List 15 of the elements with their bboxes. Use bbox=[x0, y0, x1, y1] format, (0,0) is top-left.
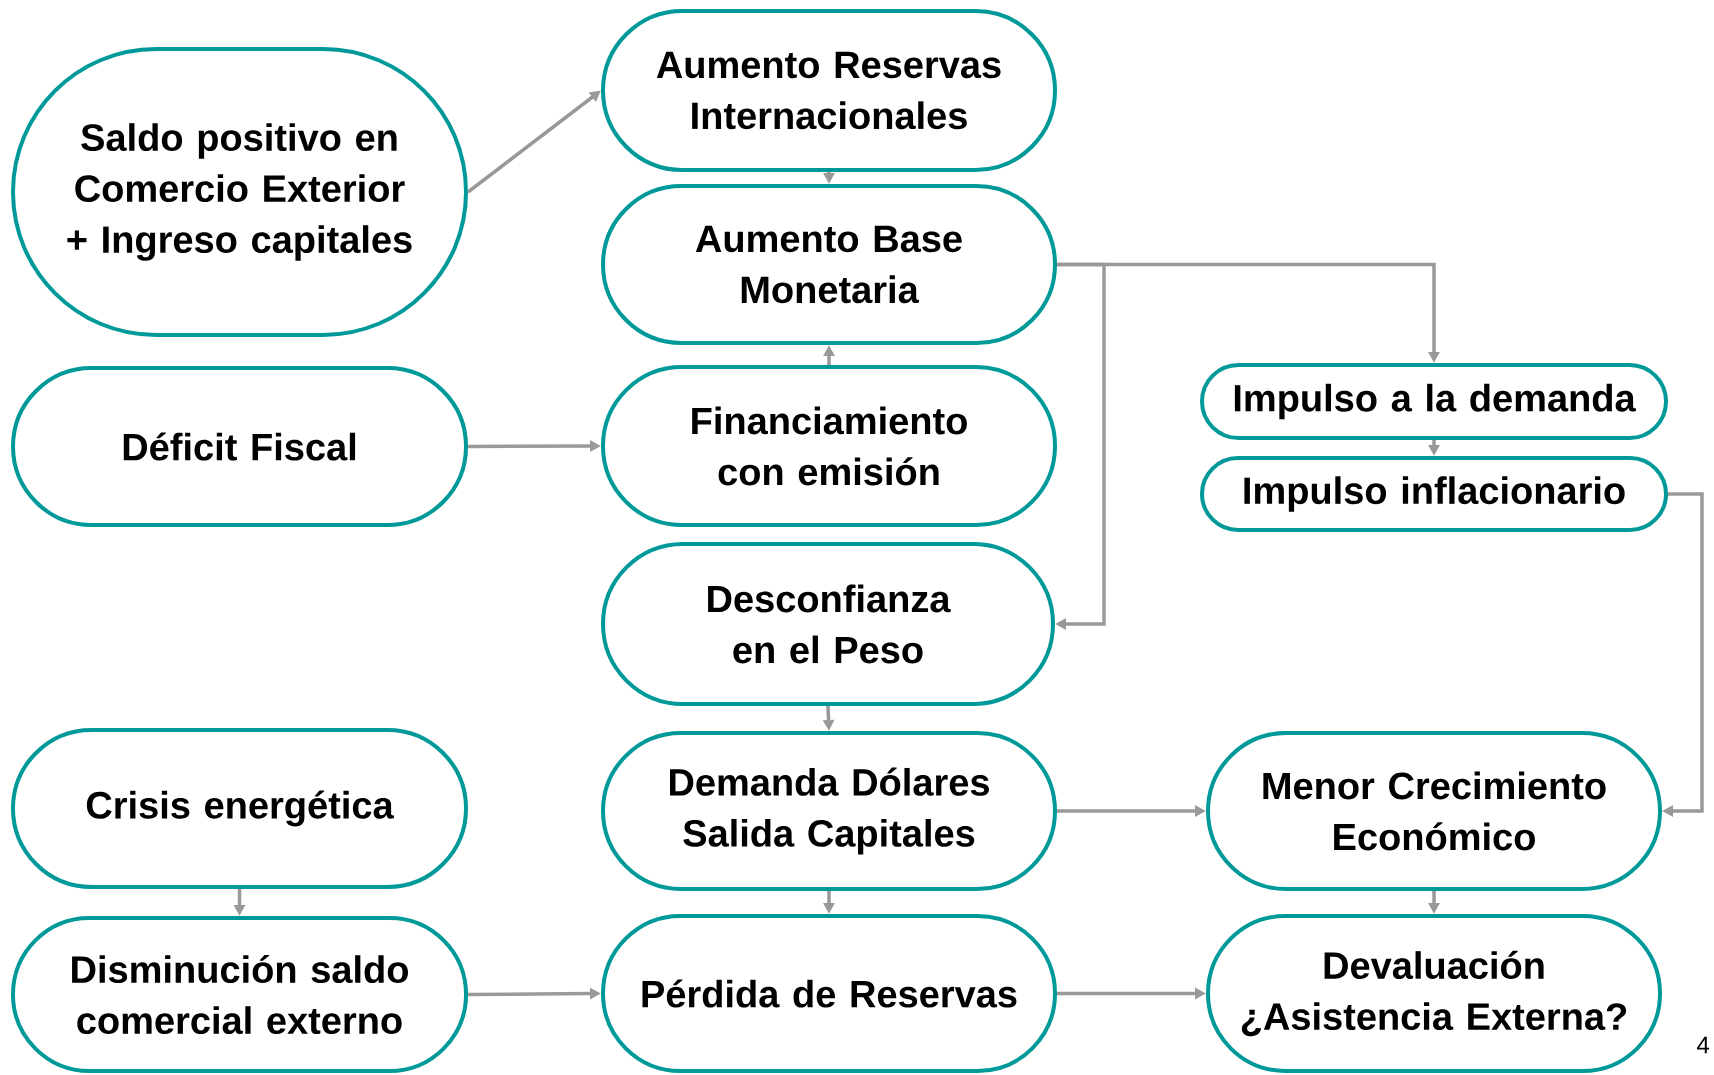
process-box: Aumento Base Monetaria bbox=[601, 184, 1057, 345]
page-number: 4 bbox=[1697, 1036, 1710, 1054]
process-box: Pérdida de Reservas bbox=[601, 914, 1057, 1073]
process-box: Devaluación ¿Asistencia Externa? bbox=[1206, 914, 1662, 1073]
process-box: Demanda Dólares Salida Capitales bbox=[601, 731, 1057, 891]
process-box: Saldo positivo en Comercio Exterior + Ingreso capitales bbox=[11, 47, 468, 337]
process-box: Impulso a la demanda bbox=[1200, 363, 1668, 440]
process-box: Financiamiento con emisión bbox=[601, 365, 1057, 527]
process-box: Desconfianza en el Peso bbox=[601, 542, 1055, 706]
process-box: Disminución saldo comercial externo bbox=[11, 916, 468, 1073]
process-box: Menor Crecimiento Económico bbox=[1206, 731, 1662, 891]
process-box: Crisis energética bbox=[11, 728, 468, 889]
process-box: Impulso inflacionario bbox=[1200, 456, 1668, 532]
process-box: Déficit Fiscal bbox=[11, 366, 468, 527]
process-box: Aumento Reservas Internacionales bbox=[601, 9, 1057, 172]
